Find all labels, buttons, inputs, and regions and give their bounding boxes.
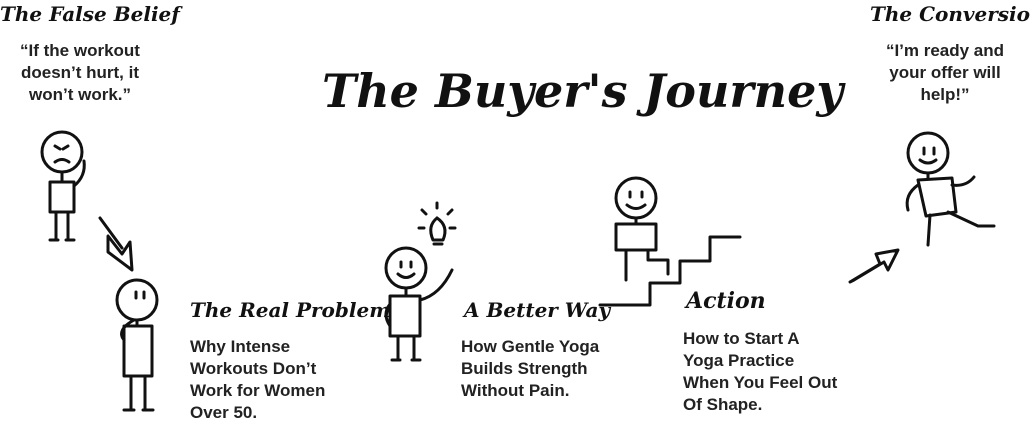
stage-heading-false-belief: The False Belief: [0, 2, 180, 26]
stage-text-false-belief: “If the workout doesn’t hurt, it won’t w…: [0, 40, 160, 106]
stage-heading-real-problem: The Real Problem: [190, 298, 391, 322]
text-line: Without Pain.: [461, 381, 570, 400]
stage-text-real-problem: Why Intense Workouts Don’t Work for Wome…: [190, 336, 325, 424]
text-line: How to Start A: [683, 329, 800, 348]
idea-figure-icon: [384, 201, 457, 362]
text-line: Why Intense: [190, 337, 291, 356]
text-line: your offer will: [889, 63, 1001, 82]
stage-text-conversion: “I’m ready and your offer will help!”: [860, 40, 1030, 106]
text-line: Yoga Practice: [683, 351, 795, 370]
page-title: The Buyer's Journey: [322, 64, 844, 118]
text-line: How Gentle Yoga: [461, 337, 600, 356]
arrow-down-icon: [98, 216, 134, 272]
text-line: “If the workout: [20, 41, 140, 60]
lightbulb-icon: [417, 201, 457, 246]
running-figure-icon: [905, 131, 996, 247]
stage-heading-conversion: The Conversion!: [870, 2, 1030, 26]
stairs-icon: [598, 235, 742, 307]
worried-figure-icon: [40, 130, 86, 242]
text-line: When You Feel Out: [683, 373, 838, 392]
text-line: Work for Women: [190, 381, 326, 400]
text-line: doesn’t hurt, it: [20, 63, 140, 82]
text-line: help!”: [920, 85, 970, 104]
stage-text-better-way: How Gentle Yoga Builds Strength Without …: [461, 336, 599, 402]
stage-heading-better-way: A Better Way: [464, 298, 611, 322]
text-line: “I’m ready and: [885, 41, 1005, 60]
text-line: Builds Strength: [461, 359, 588, 378]
stage-text-action: How to Start A Yoga Practice When You Fe…: [683, 328, 837, 416]
stage-heading-action: Action: [686, 288, 766, 314]
thinking-figure-icon: [115, 278, 159, 412]
climbing-figure-icon: [598, 176, 742, 307]
text-line: Over 50.: [190, 403, 258, 422]
text-line: won’t work.”: [29, 85, 131, 104]
text-line: Of Shape.: [683, 395, 763, 414]
arrow-up-right-icon: [848, 248, 900, 284]
text-line: Workouts Don’t: [190, 359, 317, 378]
